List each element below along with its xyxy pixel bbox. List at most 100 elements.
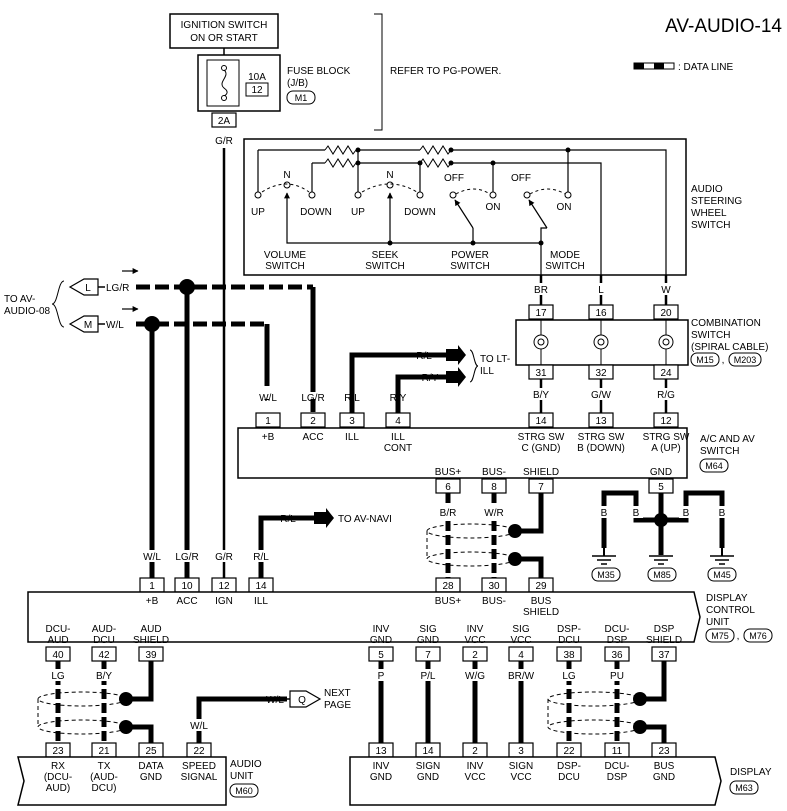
- svg-text:BUS-: BUS-: [482, 596, 506, 607]
- svg-text:ON: ON: [486, 202, 501, 213]
- svg-text:M85: M85: [653, 570, 671, 580]
- svg-text:SHIELD: SHIELD: [523, 607, 559, 618]
- svg-text:VCC: VCC: [464, 635, 485, 646]
- svg-text:DCU: DCU: [93, 635, 115, 646]
- svg-text:DCU: DCU: [558, 772, 580, 783]
- svg-text:14: 14: [422, 746, 434, 757]
- svg-text:R/Y: R/Y: [422, 373, 439, 384]
- svg-text:30: 30: [488, 581, 500, 592]
- svg-text:AUD): AUD): [46, 783, 70, 794]
- svg-text:+B: +B: [146, 596, 159, 607]
- svg-text:GND: GND: [653, 772, 675, 783]
- svg-text:SIG: SIG: [512, 624, 529, 635]
- fuse-block-label: FUSE BLOCK: [287, 66, 351, 77]
- fuse-rating: 10A: [248, 72, 266, 83]
- svg-text:+B: +B: [262, 432, 275, 443]
- svg-text:SIGN: SIGN: [416, 761, 440, 772]
- svg-text:STEERING: STEERING: [691, 196, 742, 207]
- svg-text:,: ,: [737, 631, 740, 642]
- svg-text:ACC: ACC: [176, 596, 197, 607]
- svg-text:R/L: R/L: [280, 514, 296, 525]
- svg-text:UNIT: UNIT: [230, 771, 253, 782]
- display-label: DISPLAY: [730, 767, 772, 778]
- svg-text:Q: Q: [298, 695, 306, 706]
- connector-l: L: [68, 278, 99, 296]
- audio-unit-label: AUDIO: [230, 759, 262, 770]
- svg-text:AUD-: AUD-: [92, 624, 116, 635]
- svg-text:IGNITION SWITCH: IGNITION SWITCH: [181, 20, 268, 31]
- svg-text:DOWN: DOWN: [300, 207, 332, 218]
- svg-text:28: 28: [442, 581, 454, 592]
- svg-text:N: N: [386, 170, 393, 181]
- seek-switch-label: SEEK: [372, 250, 399, 261]
- svg-text:3: 3: [349, 416, 355, 427]
- svg-text:13: 13: [595, 416, 607, 427]
- combination-switch: 17 16 20 31 32 24: [515, 304, 689, 380]
- volume-switch-label: VOLUME: [264, 250, 307, 261]
- svg-text:DOWN: DOWN: [404, 207, 436, 218]
- svg-text:OFF: OFF: [444, 173, 464, 184]
- svg-text:1: 1: [265, 416, 271, 427]
- svg-text:22: 22: [193, 746, 205, 757]
- svg-text:SIG: SIG: [419, 624, 436, 635]
- svg-text:BUS-: BUS-: [482, 467, 506, 478]
- refer-note: REFER TO PG-POWER.: [390, 66, 501, 77]
- svg-text:M60: M60: [235, 786, 253, 796]
- wire-w-l-offpage: W/L: [106, 320, 124, 331]
- svg-text:SWITCH: SWITCH: [700, 446, 739, 457]
- svg-text:P: P: [378, 671, 385, 682]
- svg-text:SPEED: SPEED: [182, 761, 216, 772]
- wire-ign: G/R: [215, 136, 233, 147]
- svg-text:WHEEL: WHEEL: [691, 208, 727, 219]
- svg-text:CONTROL: CONTROL: [706, 605, 755, 616]
- svg-text:DSP-: DSP-: [557, 761, 581, 772]
- svg-text:(J/B): (J/B): [287, 78, 308, 89]
- to-lt-ill: TO LT-: [480, 354, 510, 365]
- svg-text:23: 23: [658, 746, 670, 757]
- svg-text:P/L: P/L: [420, 671, 435, 682]
- svg-text:GND: GND: [140, 772, 162, 783]
- svg-text:CONT: CONT: [384, 443, 412, 454]
- svg-text:BUS: BUS: [531, 596, 552, 607]
- wire-lg-r-offpage: LG/R: [106, 283, 129, 294]
- svg-text:B/Y: B/Y: [96, 671, 112, 682]
- ac-av-switch: W/L LG/R R/L R/Y 1 2 3 4 14 13 12 +B ACC…: [237, 393, 690, 494]
- svg-text:UP: UP: [251, 207, 265, 218]
- svg-text:B (DOWN): B (DOWN): [577, 443, 625, 454]
- svg-text:17: 17: [535, 308, 547, 319]
- svg-text:L: L: [85, 283, 91, 294]
- to-av-audio-08: TO AV-: [4, 294, 35, 305]
- svg-text:,: ,: [722, 355, 725, 366]
- svg-text:DCU-: DCU-: [605, 624, 630, 635]
- ground-m45: M45: [707, 548, 737, 582]
- svg-text:B: B: [683, 508, 690, 519]
- svg-text:N: N: [283, 170, 290, 181]
- svg-text:B/Y: B/Y: [533, 390, 549, 401]
- svg-text:16: 16: [595, 308, 607, 319]
- fuse-connector: M1: [295, 93, 308, 103]
- svg-text:G/R: G/R: [215, 552, 233, 563]
- svg-text:W/G: W/G: [465, 671, 485, 682]
- svg-text:(SPIRAL CABLE): (SPIRAL CABLE): [691, 342, 768, 353]
- svg-text:W/L: W/L: [259, 393, 277, 404]
- svg-text:3: 3: [518, 746, 524, 757]
- legend-text: : DATA LINE: [678, 62, 734, 73]
- svg-text:M64: M64: [705, 461, 723, 471]
- svg-text:42: 42: [98, 650, 110, 661]
- steering-switch: UP N DOWN UP N DOWN OFF ON OFF ON VOLUME…: [243, 138, 687, 276]
- svg-text:DCU-: DCU-: [605, 761, 630, 772]
- svg-text:RX: RX: [51, 761, 65, 772]
- ac-av-switch-label: A/C AND AV: [700, 434, 755, 445]
- svg-text:LG/R: LG/R: [175, 552, 198, 563]
- svg-text:W/L: W/L: [190, 721, 208, 732]
- svg-text:M45: M45: [713, 570, 731, 580]
- svg-text:4: 4: [395, 416, 401, 427]
- fuse-terminal: 2A: [218, 116, 231, 127]
- svg-text:DCU-: DCU-: [46, 624, 71, 635]
- svg-text:SIGN: SIGN: [509, 761, 533, 772]
- svg-text:14: 14: [255, 581, 267, 592]
- ground-m35: M35: [591, 548, 621, 582]
- svg-text:VCC: VCC: [464, 772, 485, 783]
- svg-text:20: 20: [660, 308, 672, 319]
- svg-text:R/Y: R/Y: [390, 393, 407, 404]
